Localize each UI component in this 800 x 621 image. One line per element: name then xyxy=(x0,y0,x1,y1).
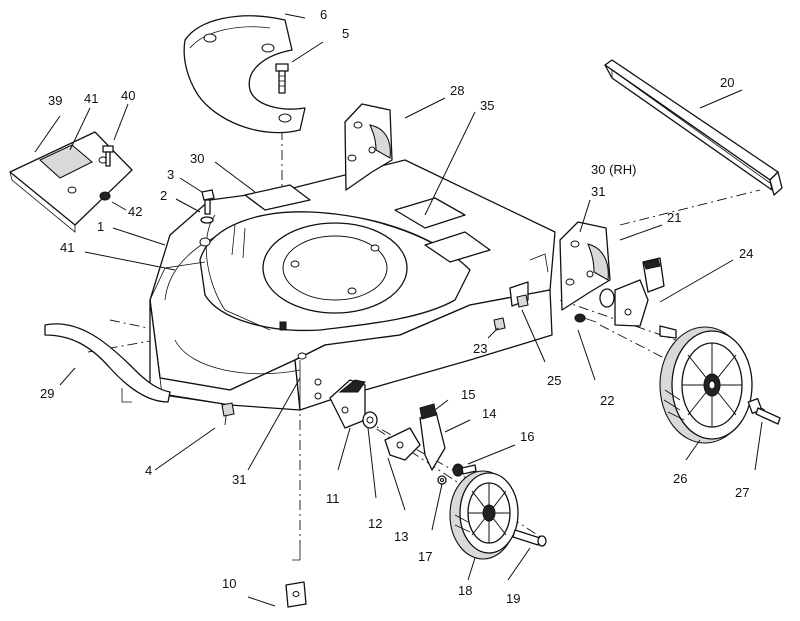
axle-bolt-part-27 xyxy=(747,398,781,425)
callout-17: 17 xyxy=(418,549,432,564)
nut-part-4 xyxy=(221,402,235,417)
callout-5: 5 xyxy=(342,26,349,41)
height-bracket-part-28 xyxy=(344,103,393,191)
callout-labels: 6 5 39 41 40 42 3 2 30 1 41 29 4 31 10 2… xyxy=(40,7,753,606)
callout-15: 15 xyxy=(461,387,475,402)
callout-28: 28 xyxy=(450,83,464,98)
callout-22: 22 xyxy=(600,393,614,408)
callout-18: 18 xyxy=(458,583,472,598)
plate-part-10 xyxy=(285,581,307,608)
rear-wheel-spokes xyxy=(682,343,742,427)
axle-arm-part-13 xyxy=(384,427,421,461)
callout-14: 14 xyxy=(482,406,496,421)
bolt-part-16 xyxy=(452,463,477,477)
callout-39: 39 xyxy=(48,93,62,108)
callout-3: 3 xyxy=(167,167,174,182)
callout-24: 24 xyxy=(739,246,753,261)
height-bracket-part-31 xyxy=(559,221,611,311)
height-lever-part-14 xyxy=(419,411,446,471)
callout-30-rh: 30 (RH) xyxy=(591,162,637,177)
callout-27: 27 xyxy=(735,485,749,500)
cover-plate-part-39 xyxy=(9,131,133,233)
bolt-part-5 xyxy=(275,63,289,94)
nut-part-23 xyxy=(493,317,506,331)
rear-wheel-part-26 xyxy=(659,326,753,444)
washer-part-17 xyxy=(437,475,447,485)
spacer-part-12 xyxy=(362,411,378,429)
height-plate-part-11 xyxy=(329,379,366,429)
callout-35: 35 xyxy=(480,98,494,113)
callout-31-left: 31 xyxy=(232,472,246,487)
callout-40: 40 xyxy=(121,88,135,103)
callout-41-top: 41 xyxy=(84,91,98,106)
callout-1: 1 xyxy=(97,219,104,234)
front-wheel-part-18 xyxy=(449,470,519,560)
callout-25: 25 xyxy=(547,373,561,388)
axle-bolt-part-19 xyxy=(512,529,547,547)
callout-23: 23 xyxy=(473,341,487,356)
callout-41-left: 41 xyxy=(60,240,74,255)
callout-11: 11 xyxy=(326,491,340,506)
bumper-part-29 xyxy=(44,323,171,403)
screw-part-40 xyxy=(102,145,114,167)
callout-19: 19 xyxy=(506,591,520,606)
deck-housing-part-35 xyxy=(149,159,556,411)
callout-13: 13 xyxy=(394,529,408,544)
callout-12: 12 xyxy=(368,516,382,531)
callout-20: 20 xyxy=(720,75,734,90)
callout-4: 4 xyxy=(145,463,152,478)
rear-shield-part-20 xyxy=(604,59,783,196)
callout-29: 29 xyxy=(40,386,54,401)
nut-part-42 xyxy=(99,191,111,201)
callout-21: 21 xyxy=(667,210,681,225)
callout-10: 10 xyxy=(222,576,236,591)
callout-6: 6 xyxy=(320,7,327,22)
washer-part-2 xyxy=(200,216,214,224)
callout-42: 42 xyxy=(128,204,142,219)
callout-2: 2 xyxy=(160,188,167,203)
bolt-part-3 xyxy=(201,189,215,215)
axle-arm-part-24 xyxy=(599,257,677,339)
callout-16: 16 xyxy=(520,429,534,444)
deflector-part-6 xyxy=(183,15,306,134)
callout-31-right: 31 xyxy=(591,184,605,199)
callout-30: 30 xyxy=(190,151,204,166)
callout-26: 26 xyxy=(673,471,687,486)
leader-lines xyxy=(34,13,763,607)
lever-knob-part-15 xyxy=(419,403,437,420)
nut-part-25 xyxy=(516,294,529,308)
screw-part-22 xyxy=(574,313,597,323)
